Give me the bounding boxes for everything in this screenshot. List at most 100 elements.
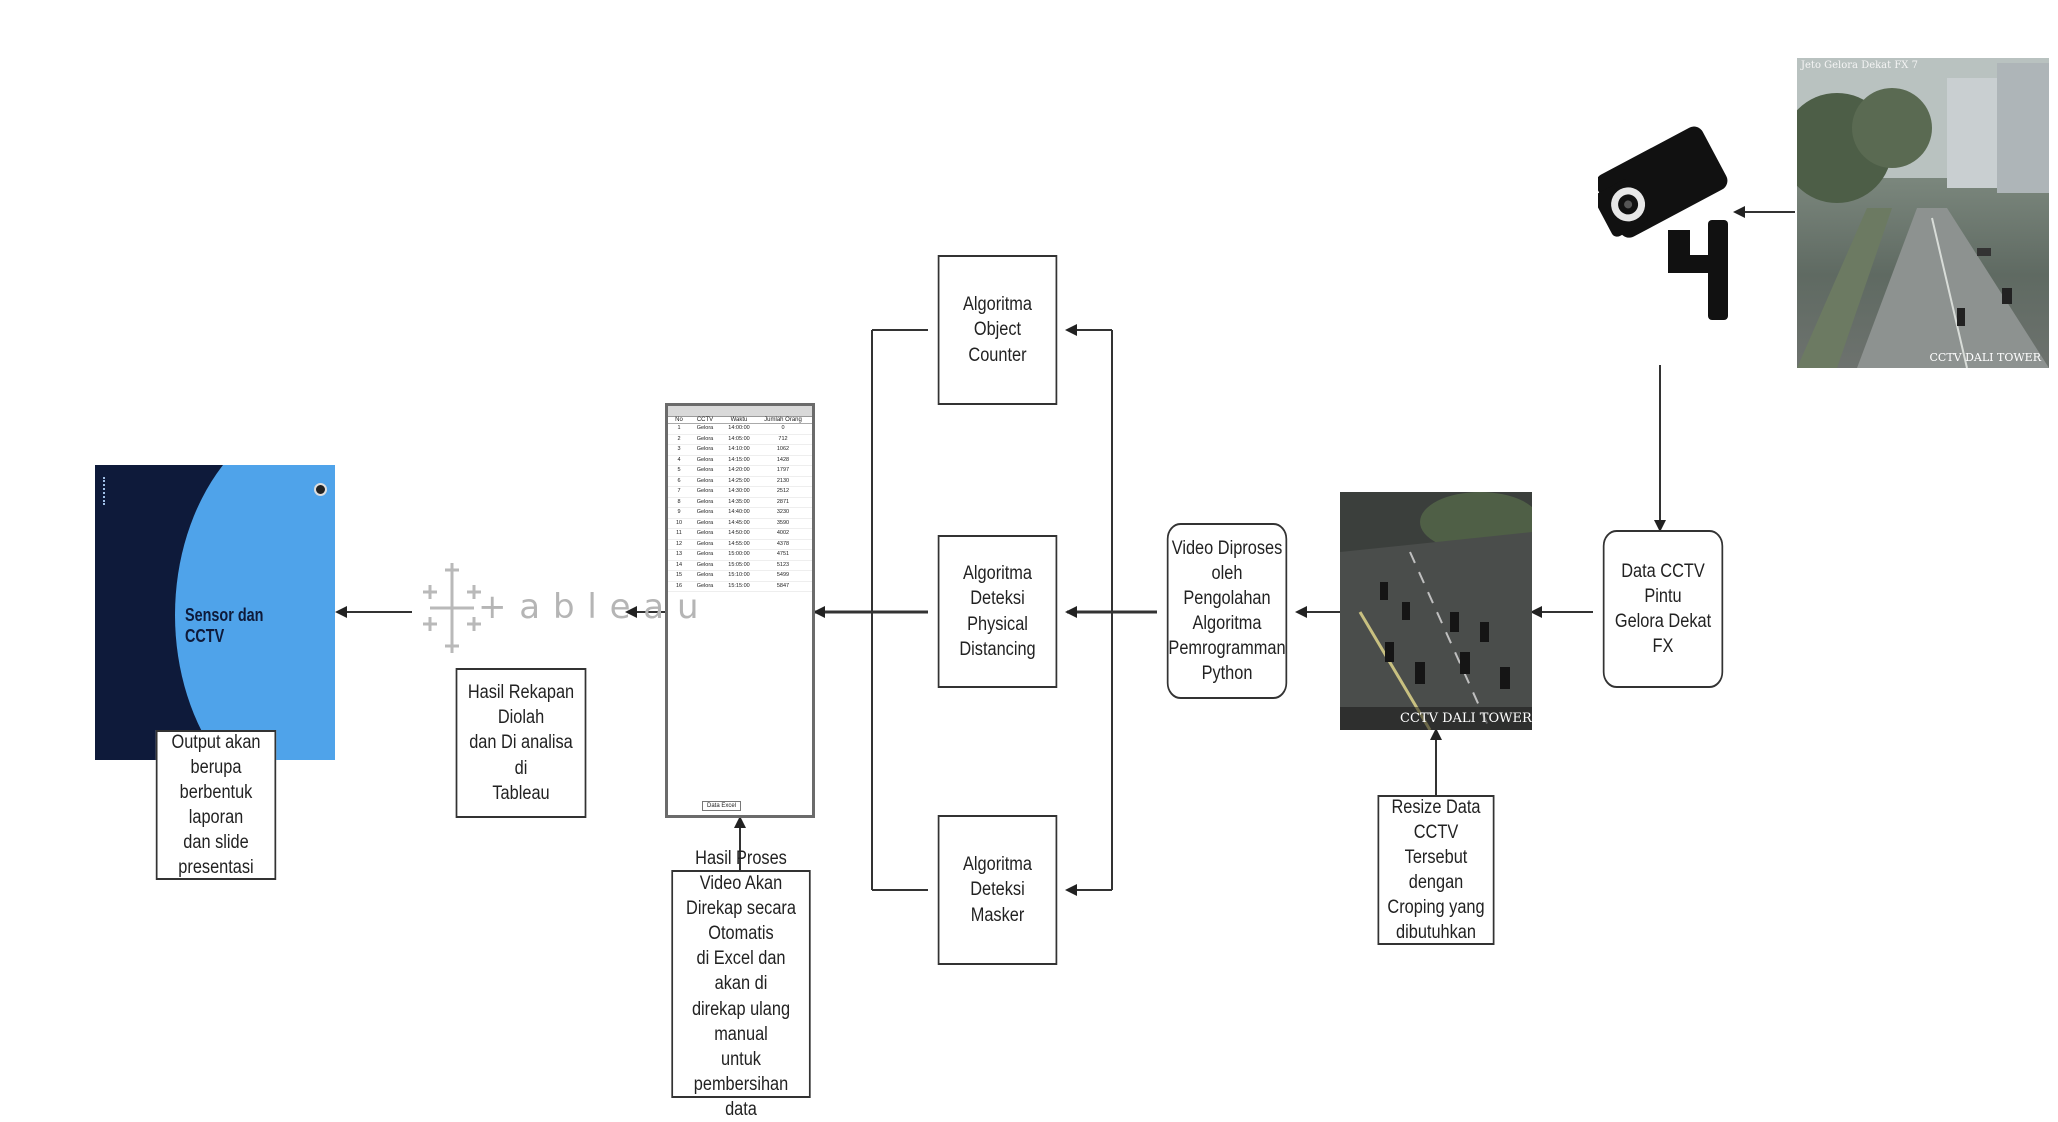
sheet-row: 1 Gelora 14:00:00 0 xyxy=(668,424,812,435)
sheet-cell: 3590 xyxy=(776,519,790,526)
sheet-cell: 11 xyxy=(676,530,682,536)
output-label: Output akan berupa berbentuk laporan dan… xyxy=(171,731,261,879)
sheet-cell: 5 xyxy=(677,467,681,473)
sheet-cell: 1 xyxy=(677,425,681,431)
source-caption: CCTV DALI TOWER xyxy=(1929,351,2042,364)
sheet-cell: 712 xyxy=(778,435,788,442)
sheet-cell: 5123 xyxy=(776,561,790,568)
sheet-cell: 14:15:00 xyxy=(728,456,750,463)
sheet-cell: 15 xyxy=(675,572,683,578)
sheet-cell: 3 xyxy=(677,446,681,452)
sheet-cell: 2 xyxy=(677,435,681,442)
cctv-camera-icon xyxy=(1594,100,1738,325)
sheet-cell: Gelora xyxy=(696,435,714,442)
physical-distancing-box: Algoritma Deteksi Physical Distancing xyxy=(937,535,1058,688)
sheet-cell: 14:00:00 xyxy=(728,425,750,431)
tableau-result-label: Hasil Rekapan Diolah dan Di analisa di T… xyxy=(467,682,575,804)
sheet-cell: Gelora xyxy=(696,530,714,536)
sheet-cell: Gelora xyxy=(696,519,714,526)
sheet-cell: Gelora xyxy=(696,488,714,494)
sheet-cell: Gelora xyxy=(696,572,714,578)
tableau-logo: + a b l e a u xyxy=(422,563,699,653)
sheet-cell: 1428 xyxy=(776,456,790,463)
sheet-cell: 14:05:00 xyxy=(728,435,750,442)
sheet-cell: 0 xyxy=(781,425,785,431)
sheet-row: 2 Gelora 14:05:00 712 xyxy=(668,435,812,445)
sheet-cell: 3230 xyxy=(776,509,790,515)
slide-logo-icon xyxy=(103,477,119,505)
sheet-cell: Gelora xyxy=(696,540,714,547)
data-cctv-label: Data CCTV Pintu Gelora Dekat FX xyxy=(1614,560,1712,658)
sheet-cell: Gelora xyxy=(696,509,714,515)
sheet-cell: 1797 xyxy=(776,467,790,473)
excel-result-box: Hasil Proses Video Akan Direkap secara O… xyxy=(671,848,811,1120)
sheet-cell: 6 xyxy=(677,477,681,484)
sheet-cell: 14:35:00 xyxy=(728,498,750,505)
sheet-cell: 2871 xyxy=(776,498,790,505)
sheet-header-row: No CCTV Waktu Jumlah Orang xyxy=(668,417,812,424)
sheet-cell: 14:40:00 xyxy=(728,509,750,515)
physical-distancing-label: Algoritma Deteksi Physical Distancing xyxy=(959,563,1036,660)
sheet-row: 6 Gelora 14:25:00 2130 xyxy=(668,477,812,487)
sheet-cell: 14:50:00 xyxy=(728,530,750,536)
presentation-slide: Sensor dan CCTV xyxy=(95,465,335,760)
sheet-cell: 15:05:00 xyxy=(728,561,750,568)
sheet-cell: 7 xyxy=(677,488,681,494)
sheet-row: 3 Gelora 14:10:00 1062 xyxy=(668,445,812,456)
sheet-cell: 14:45:00 xyxy=(728,519,750,526)
sheet-cell: 14:20:00 xyxy=(728,467,750,473)
sheet-tab[interactable]: Data Excel xyxy=(702,801,742,811)
sheet-cell: 15:10:00 xyxy=(728,572,750,578)
sheet-row: 8 Gelora 14:35:00 2871 xyxy=(668,498,812,508)
resize-box: Resize Data CCTV Tersebut dengan Croping… xyxy=(1377,795,1495,945)
sheet-cell: 4002 xyxy=(776,530,790,536)
object-counter-label: Algoritma Object Counter xyxy=(962,294,1033,366)
video-process-box: Video Diproses oleh Pengolahan Algoritma… xyxy=(1166,523,1288,699)
sheet-cell: Gelora xyxy=(696,446,714,452)
sheet-cell: 1062 xyxy=(776,446,790,452)
sheet-cell: 8 xyxy=(677,498,681,505)
sheet-cell: Gelora xyxy=(696,498,714,505)
tableau-cross-icon xyxy=(423,563,481,653)
crop-caption: CCTV DALI TOWER xyxy=(1400,711,1532,726)
street-scene-icon xyxy=(1797,58,2049,368)
sheet-cell: Gelora xyxy=(696,425,714,431)
sheet-cell: Gelora xyxy=(696,477,714,484)
sheet-cell: Gelora xyxy=(696,467,714,473)
sheet-cell: 15:00:00 xyxy=(728,551,750,557)
slide-title: Sensor dan CCTV xyxy=(185,605,264,646)
tableau-result-box: Hasil Rekapan Diolah dan Di analisa di T… xyxy=(455,668,587,818)
sheet-cell: 2512 xyxy=(776,488,790,494)
sheet-cell: 4378 xyxy=(776,540,790,547)
sheet-cell: 14:10:00 xyxy=(728,446,750,452)
cropped-road-icon xyxy=(1340,492,1532,730)
sheet-header-cell: Jumlah Orang xyxy=(764,417,802,423)
slide-badge-icon xyxy=(314,483,327,496)
sheet-cell: 2130 xyxy=(776,477,790,484)
slide-light-panel xyxy=(175,465,335,760)
sheet-cell: 4751 xyxy=(776,551,790,557)
tableau-wordmark: + a b l e a u xyxy=(478,587,700,627)
resize-label: Resize Data CCTV Tersebut dengan Croping… xyxy=(1387,796,1485,944)
sheet-cell: 14:25:00 xyxy=(728,477,750,484)
sheet-cell: 13 xyxy=(675,551,683,557)
sheet-cell: 4 xyxy=(677,456,681,463)
masker-box: Algoritma Deteksi Masker xyxy=(937,815,1058,965)
output-box: Output akan berupa berbentuk laporan dan… xyxy=(155,730,277,880)
sheet-row: 11 Gelora 14:50:00 4002 xyxy=(668,529,812,540)
data-cctv-box: Data CCTV Pintu Gelora Dekat FX xyxy=(1602,530,1724,688)
cctv-source-photo: Jeto Gelora Dekat FX 7 CCTV DALI TOWER xyxy=(1797,58,2049,368)
masker-label: Algoritma Deteksi Masker xyxy=(962,854,1033,926)
source-overlay-text: Jeto Gelora Dekat FX 7 xyxy=(1801,60,1918,71)
